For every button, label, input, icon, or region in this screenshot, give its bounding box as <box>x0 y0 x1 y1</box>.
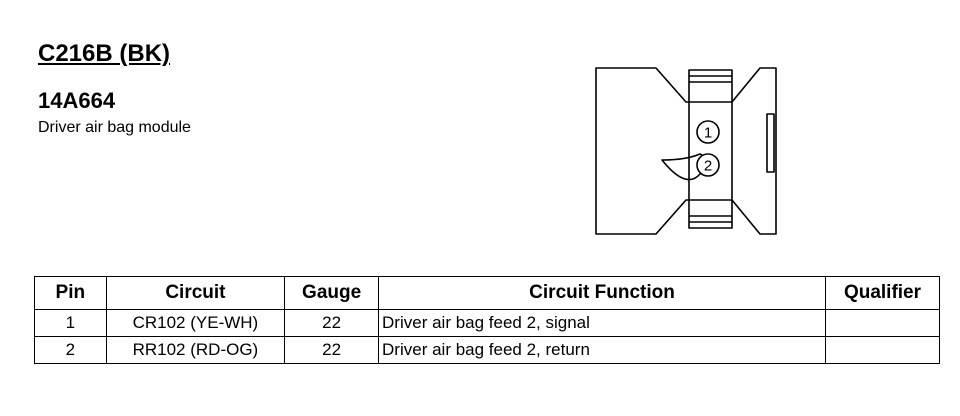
connector-housing <box>595 67 777 235</box>
header-qualifier: Qualifier <box>824 276 941 310</box>
header-circuit-function: Circuit Function <box>378 276 826 310</box>
pin-1: 1 <box>696 120 720 144</box>
cell-circuit: RR102 (RD-OG) <box>105 336 286 364</box>
cell-pin: 1 <box>34 309 107 337</box>
connector-description: Driver air bag module <box>38 119 191 136</box>
polarizing-tab <box>766 113 775 173</box>
cell-circuit-function: Driver air bag feed 2, signal <box>378 309 826 337</box>
cell-gauge: 22 <box>284 309 380 337</box>
header-gauge: Gauge <box>284 276 380 310</box>
part-number: 14A664 <box>38 88 116 113</box>
table-row: 1 CR102 (YE-WH) 22 Driver air bag feed 2… <box>34 309 941 337</box>
pin-1-label: 1 <box>704 125 712 142</box>
connector-latch <box>688 69 733 229</box>
header-pin: Pin <box>34 276 107 310</box>
cell-circuit-function: Driver air bag feed 2, return <box>378 336 826 364</box>
cell-qualifier <box>824 336 941 364</box>
connector-title: C216B (BK) <box>38 40 171 67</box>
pin-2-label: 2 <box>704 158 712 175</box>
pinout-table: Pin Circuit Gauge Circuit Function Quali… <box>34 276 941 364</box>
table-header-row: Pin Circuit Gauge Circuit Function Quali… <box>34 276 941 310</box>
cell-gauge: 22 <box>284 336 380 364</box>
cell-qualifier <box>824 309 941 337</box>
header-circuit: Circuit <box>105 276 286 310</box>
table-row: 2 RR102 (RD-OG) 22 Driver air bag feed 2… <box>34 336 941 364</box>
pin-2: 2 <box>696 153 720 177</box>
connector-face-diagram: 1 2 <box>595 67 777 235</box>
cell-circuit: CR102 (YE-WH) <box>105 309 286 337</box>
cell-pin: 2 <box>34 336 107 364</box>
